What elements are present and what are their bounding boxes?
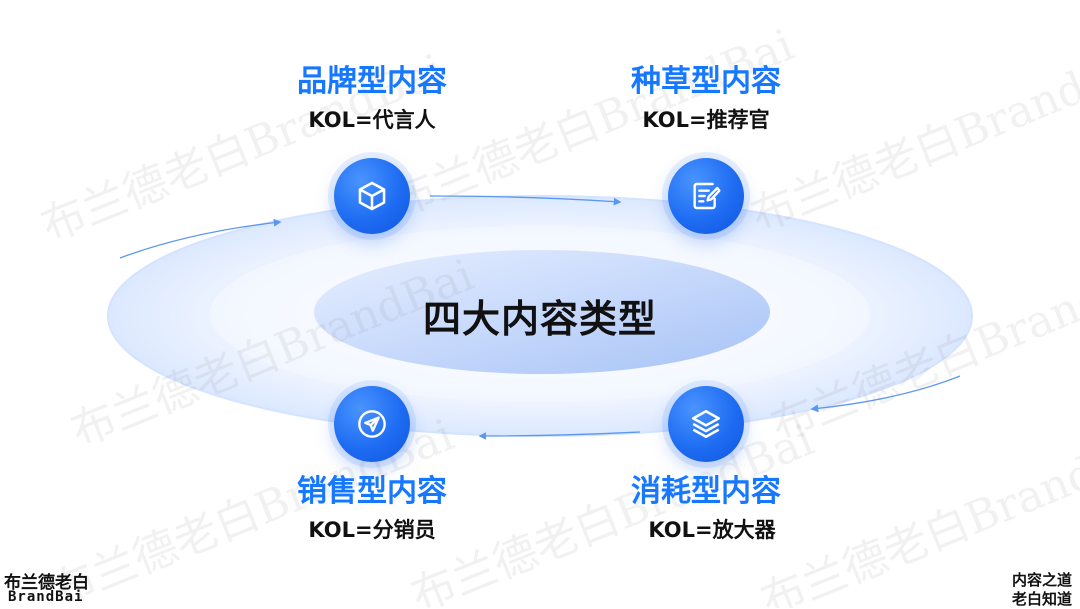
quadrant-kol-sales: KOL=分销员 bbox=[308, 518, 436, 542]
quadrant-icon-seeding bbox=[668, 158, 744, 234]
quadrant-kol-seeding: KOL=推荐官 bbox=[642, 108, 770, 132]
quadrant-icon-consumption bbox=[668, 386, 744, 462]
quadrant-kol-brand: KOL=代言人 bbox=[308, 108, 436, 132]
arrow-top-middle bbox=[429, 195, 622, 206]
quadrant-title-seeding: 种草型内容 bbox=[631, 64, 781, 99]
arrow-bottom-right bbox=[810, 375, 961, 413]
arrow-top-left bbox=[119, 218, 282, 259]
corner-slogan-line2: 老白知道 bbox=[1011, 590, 1072, 608]
document-edit-icon bbox=[693, 182, 721, 210]
corner-slogan-line1: 内容之道 bbox=[1011, 571, 1072, 589]
paper-plane-icon bbox=[358, 410, 386, 438]
cube-icon bbox=[358, 181, 386, 211]
quadrant-icon-sales bbox=[334, 386, 410, 462]
quadrant-title-sales: 销售型内容 bbox=[297, 474, 447, 509]
brand-logo-cn: 布兰德老白 bbox=[4, 573, 89, 593]
quadrant-title-brand: 品牌型内容 bbox=[297, 64, 447, 99]
inner-core bbox=[314, 250, 770, 374]
center-title: 四大内容类型 bbox=[422, 297, 657, 341]
quadrant-kol-consumption: KOL=放大器 bbox=[648, 518, 776, 542]
brand-logo-en: BrandBai bbox=[8, 589, 84, 605]
quadrant-icon-brand bbox=[334, 158, 410, 234]
layers-icon bbox=[691, 409, 721, 439]
quadrant-title-consumption: 消耗型内容 bbox=[631, 474, 781, 509]
arrow-bottom-middle bbox=[478, 431, 641, 440]
